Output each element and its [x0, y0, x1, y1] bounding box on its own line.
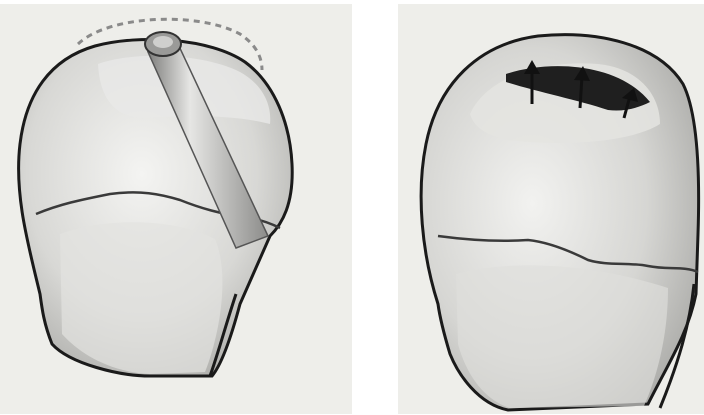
right-illustration: [398, 4, 704, 414]
metaphysis-shade: [60, 222, 222, 374]
metaphysis-shade: [456, 265, 668, 408]
left-illustration: [0, 4, 352, 414]
right-panel: [398, 4, 704, 414]
left-panel: [0, 4, 352, 414]
